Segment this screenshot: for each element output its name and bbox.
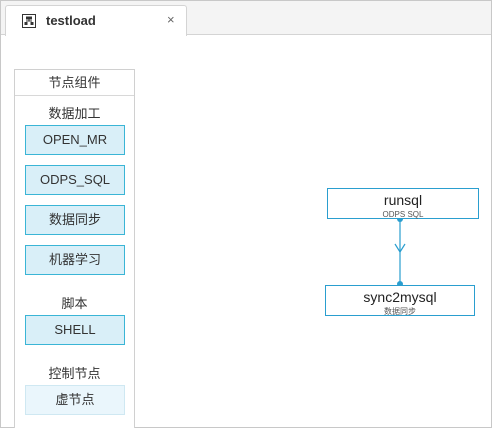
palette-item-open-mr[interactable]: OPEN_MR	[25, 125, 125, 155]
workflow-canvas[interactable]: runsql ODPS SQL sync2mysql 数据同步	[137, 36, 491, 428]
palette-item-odps-sql[interactable]: ODPS_SQL	[25, 165, 125, 195]
group-label-data-processing: 数据加工	[48, 106, 101, 121]
close-icon[interactable]: ×	[167, 12, 175, 27]
palette-item-virtual-node[interactable]: 虚节点	[25, 385, 125, 415]
palette-header: 节点组件	[15, 70, 134, 96]
workflow-icon	[22, 14, 36, 28]
group-label-control: 控制节点	[48, 366, 101, 381]
edge-layer	[394, 216, 406, 287]
node-title: runsql	[383, 192, 423, 208]
node-type: 数据同步	[384, 307, 416, 316]
node-type: ODPS SQL	[382, 210, 424, 219]
node-palette: 节点组件 数据加工 OPEN_MR ODPS_SQL 数据同步 机器学习 脚本 …	[14, 69, 135, 428]
node-runsql[interactable]: runsql ODPS SQL	[327, 188, 479, 219]
tab-testload[interactable]: testload ×	[5, 5, 187, 36]
palette-item-machine-learning[interactable]: 机器学习	[25, 245, 125, 275]
palette-item-data-sync[interactable]: 数据同步	[25, 205, 125, 235]
node-sync2mysql[interactable]: sync2mysql 数据同步	[325, 285, 475, 316]
tab-title: testload	[46, 13, 96, 28]
node-title: sync2mysql	[363, 289, 437, 305]
group-label-script: 脚本	[61, 296, 88, 311]
palette-item-shell[interactable]: SHELL	[25, 315, 125, 345]
tab-bar: testload ×	[1, 1, 491, 36]
arrow-head-icon	[394, 243, 406, 254]
